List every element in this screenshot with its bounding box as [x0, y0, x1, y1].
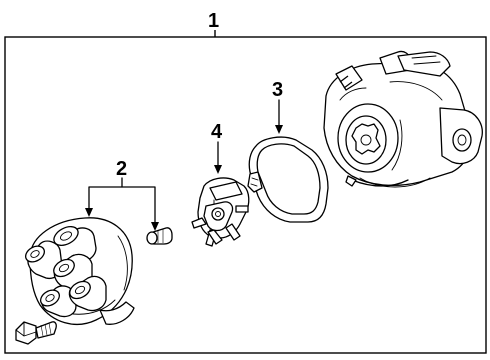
- distributor-housing: [323, 50, 483, 188]
- callout-1-label: 1: [208, 10, 219, 32]
- callout-3-label: 3: [272, 79, 283, 101]
- distributor-cap: [25, 217, 135, 325]
- callout-2-leader: [85, 177, 159, 231]
- diagram-frame: [4, 36, 487, 354]
- cap-gasket: [247, 136, 329, 223]
- cap-terminal: [146, 227, 173, 245]
- rotor: [191, 177, 250, 247]
- callout-2-label: 2: [116, 158, 127, 180]
- callout-3-leader: [275, 99, 283, 134]
- cap-bolt: [15, 321, 57, 345]
- callout-4-label: 4: [211, 121, 223, 143]
- callout-4-leader: [214, 141, 222, 174]
